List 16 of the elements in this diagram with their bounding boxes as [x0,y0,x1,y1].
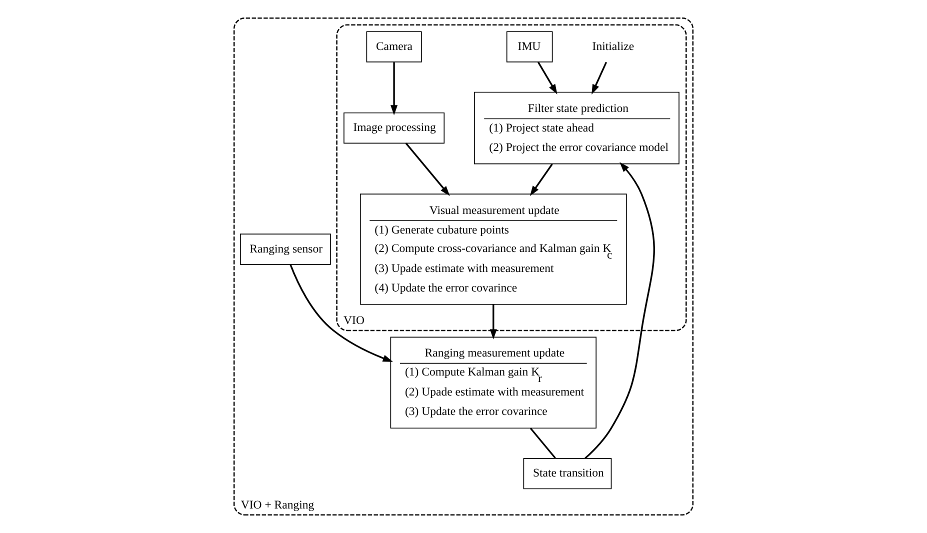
arrow [290,264,393,362]
arrow [530,164,553,196]
arrow [584,162,655,460]
node-box: Camera [366,31,422,62]
connector [530,428,556,459]
node-box: IMU [506,31,553,62]
arrow [490,304,497,340]
arrow [592,62,608,95]
arrow [390,62,398,116]
arrow [538,62,558,94]
node-text: Initialize [592,40,634,53]
node-box: Ranging sensor [240,234,331,265]
node-box: State transition [523,458,612,490]
arrow [405,142,450,196]
node-box: Image processing [344,112,445,144]
node-box: Filter state prediction (1) Project state ahead (2) Project the error covariance model [474,92,680,164]
